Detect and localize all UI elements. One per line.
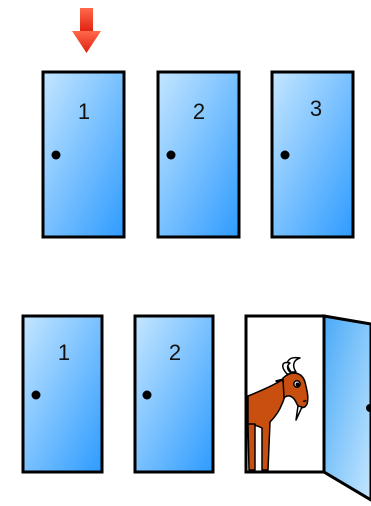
door-knob-icon — [52, 151, 61, 160]
door-knob-icon — [32, 391, 41, 400]
door-number: 2 — [193, 99, 205, 124]
open-door-leaf — [324, 316, 371, 500]
door-number: 2 — [169, 340, 181, 365]
door-knob-icon — [281, 151, 290, 160]
bottom-door-3-open — [246, 316, 371, 500]
bottom-door-2: 2 — [135, 316, 213, 472]
door-knob-icon — [167, 151, 176, 160]
door-number: 1 — [58, 340, 70, 365]
down-arrow-icon — [72, 8, 101, 53]
top-door-2: 2 — [158, 72, 239, 237]
door-knob-icon — [143, 391, 152, 400]
top-door-3: 3 — [272, 72, 353, 237]
door-number: 3 — [310, 96, 322, 121]
top-door-1: 1 — [43, 72, 124, 237]
door-number: 1 — [78, 99, 90, 124]
bottom-door-1: 1 — [23, 316, 102, 472]
